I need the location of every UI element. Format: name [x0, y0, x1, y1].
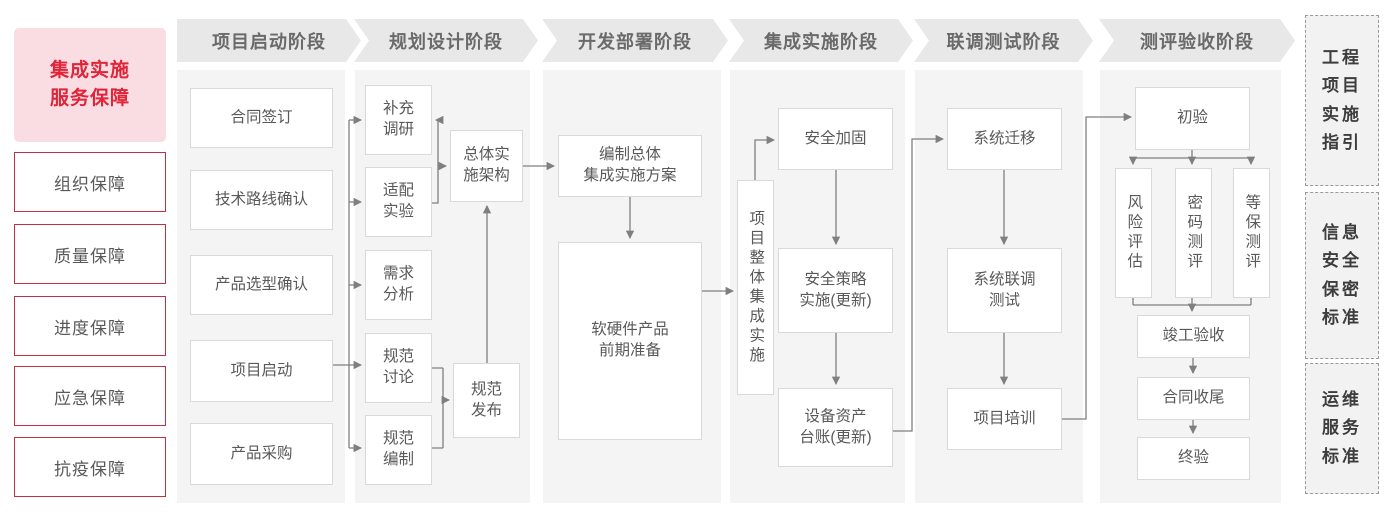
node-security-hardening: 安全加固 [778, 108, 893, 170]
node-hw-sw-preparation: 软硬件产品 前期准备 [558, 242, 702, 440]
node-project-kickoff: 项目启动 [190, 340, 333, 402]
node-contract-closure: 合同收尾 [1137, 377, 1250, 420]
sidebar-item-emergency: 应急保障 [14, 366, 166, 426]
node-final-acceptance: 终验 [1137, 437, 1250, 480]
sidebar-item-epidemic: 抗疫保障 [14, 437, 166, 497]
node-classified-protection-evaluation: 等保测评 [1233, 168, 1270, 298]
node-contract-signing: 合同签订 [190, 88, 333, 148]
node-requirement-analysis: 需求 分析 [365, 250, 432, 320]
node-product-procurement: 产品采购 [190, 423, 333, 485]
node-adaptation-experiment: 适配 实验 [365, 167, 432, 237]
sidebar-item-quality: 质量保障 [14, 224, 166, 284]
phase-header-deployment: 开发部署阶段 [542, 19, 728, 62]
phase-header-planning: 规划设计阶段 [354, 19, 538, 62]
node-overall-integration-impl: 项目整体集成实施 [737, 180, 774, 395]
node-overall-plan-drafting: 编制总体 集成实施方案 [558, 135, 702, 197]
node-asset-ledger-update: 设备资产 台账(更新) [778, 388, 893, 467]
node-overall-impl-architecture: 总体实 施架构 [450, 130, 523, 202]
standard-ops-service: 运维 服务 标准 [1305, 363, 1379, 494]
phase-header-kickoff: 项目启动阶段 [177, 19, 361, 62]
node-initial-acceptance: 初验 [1135, 87, 1250, 150]
node-supplementary-research: 补充 调研 [365, 85, 432, 155]
node-spec-release: 规范 发布 [453, 363, 520, 438]
node-product-selection-confirm: 产品选型确认 [190, 255, 333, 315]
sidebar-item-schedule: 进度保障 [14, 296, 166, 356]
node-spec-drafting: 规范 编制 [365, 415, 432, 485]
diagram-title: 集成实施 服务保障 [14, 28, 166, 142]
node-system-joint-test: 系统联调 测试 [947, 248, 1062, 333]
node-security-policy-impl: 安全策略 实施(更新) [778, 248, 893, 333]
node-crypto-evaluation: 密码测评 [1175, 168, 1212, 298]
node-tech-route-confirm: 技术路线确认 [190, 170, 333, 230]
phase-header-acceptance: 测评验收阶段 [1099, 19, 1295, 62]
phase-header-joint-test: 联调测试阶段 [914, 19, 1093, 62]
standard-project-impl-guide: 工程 项目 实施 指引 [1305, 15, 1379, 186]
node-spec-discussion: 规范 讨论 [365, 333, 432, 403]
standard-info-security-confidentiality: 信息 安全 保密 标准 [1305, 192, 1379, 359]
node-risk-assessment: 风险评估 [1115, 168, 1152, 298]
sidebar-item-organization: 组织保障 [14, 152, 166, 212]
node-project-training: 项目培训 [947, 388, 1062, 450]
node-completion-acceptance: 竣工验收 [1137, 315, 1250, 358]
node-system-migration: 系统迁移 [947, 108, 1062, 170]
phase-header-integration: 集成实施阶段 [729, 19, 913, 62]
